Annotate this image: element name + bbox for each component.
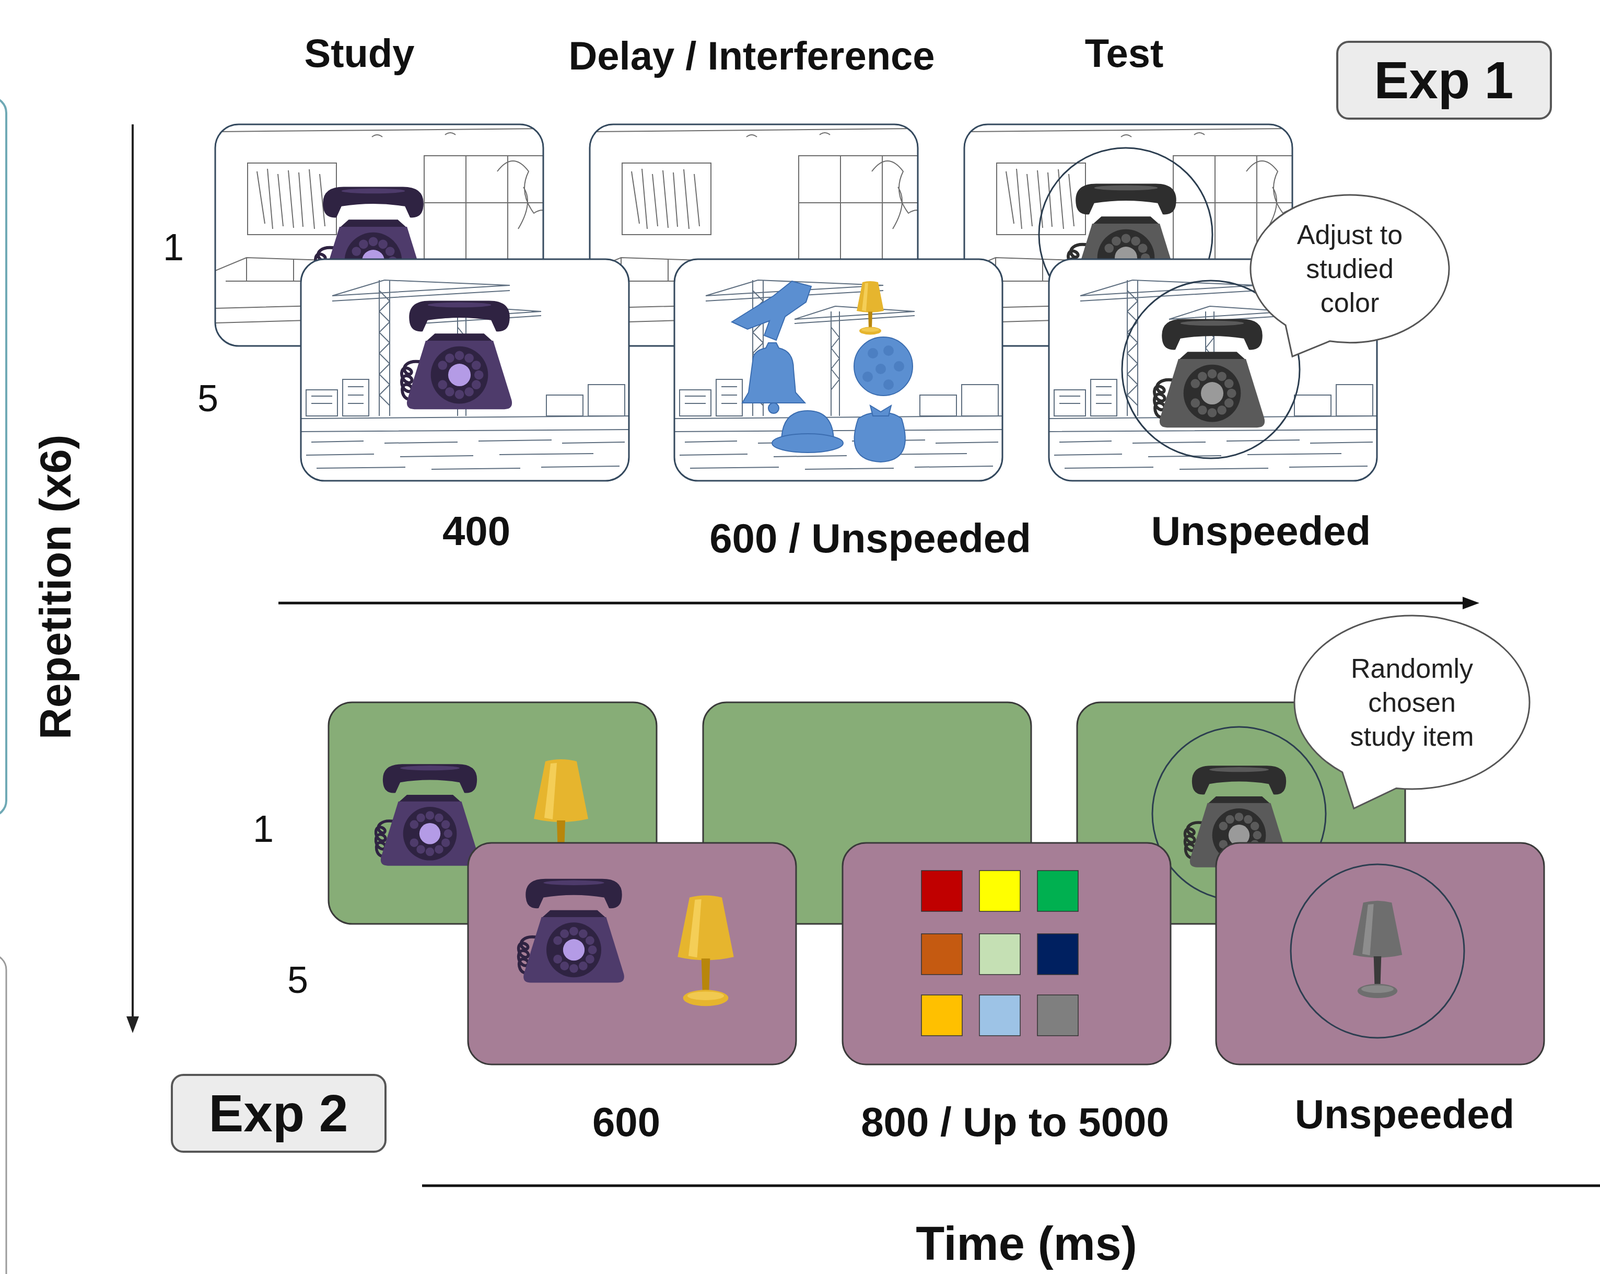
edge-panel: [0, 97, 7, 816]
test-panel: [1216, 842, 1545, 1065]
repetition-number: 1: [162, 225, 184, 270]
interference-panel: [772, 433, 844, 453]
interference-panel: [856, 281, 884, 335]
duration-label: 400: [442, 507, 511, 555]
study-panel: [401, 300, 512, 410]
interference-panel: [862, 345, 905, 390]
axis-label: Repetition (x6): [30, 434, 82, 739]
color-grid-panel: [1037, 933, 1079, 975]
delay-panel: [589, 124, 918, 346]
axis-label: Time (ms): [915, 1219, 1137, 1267]
interference-panel: [731, 281, 812, 341]
node-text: Exp 1: [1374, 50, 1514, 111]
repetition-number: 5: [287, 958, 309, 1002]
column-heading: Test: [1084, 30, 1164, 76]
interference-panel: [731, 281, 913, 462]
speech-bubble: Randomly chosen study item: [1294, 615, 1530, 789]
interference-panel: [768, 402, 779, 414]
color-grid-panel: [1037, 994, 1079, 1036]
bubble-outline: [1294, 615, 1530, 809]
experiment-label-box: Exp 2: [170, 1073, 387, 1153]
color-grid-panel: [921, 994, 963, 1036]
interference-panel: [862, 371, 873, 382]
study-panel: [300, 259, 629, 481]
color-grid-panel: [842, 842, 1171, 1065]
column-heading: Study: [304, 30, 415, 76]
duration-label: 800 / Up to 5000: [860, 1098, 1170, 1146]
edge-panel: [0, 953, 7, 1274]
column-heading: Delay / Interference: [568, 32, 935, 79]
duration-label: Unspeeded: [1151, 507, 1371, 555]
color-grid-panel: [921, 870, 1079, 1036]
test-panel: [1216, 842, 1545, 1065]
interference-panel: [883, 345, 894, 356]
time-arrow: [1462, 596, 1480, 610]
interference-panel: [674, 259, 1003, 481]
bubble-outline: [1250, 194, 1450, 357]
color-grid-panel: [842, 842, 1171, 1065]
study-panel: [518, 878, 625, 983]
interference-panel: [867, 347, 879, 359]
color-grid-panel: [921, 933, 963, 975]
interference-panel: [854, 412, 905, 462]
delay-panel: [589, 124, 918, 346]
study-panel: [300, 259, 629, 481]
test-panel: [1216, 842, 1545, 1065]
interference-panel: [674, 259, 1003, 481]
repetition-number: 5: [197, 376, 219, 420]
repetition-arrow: [126, 1015, 139, 1033]
test-panel: [1154, 319, 1265, 428]
color-grid-panel: [979, 933, 1021, 975]
interference-panel: [870, 405, 892, 416]
study-panel: [468, 842, 797, 1065]
interference-panel: [875, 363, 886, 375]
study-panel: [300, 259, 629, 481]
color-grid-panel: [979, 994, 1021, 1036]
interference-panel: [674, 279, 1003, 470]
test-panel: [1290, 863, 1465, 1038]
color-grid-panel: [842, 842, 1171, 1065]
color-grid-panel: [921, 870, 963, 912]
node-text: Randomly chosen study item: [1336, 651, 1488, 754]
color-grid-panel: [842, 842, 1171, 1065]
interference-panel: [674, 259, 1003, 481]
study-panel: [468, 842, 797, 1065]
study-panel: [376, 763, 480, 866]
node-text: Adjust to studied color: [1279, 217, 1421, 320]
color-grid-panel: [1037, 870, 1079, 912]
study-panel: [677, 894, 734, 1006]
duration-label: Unspeeded: [1294, 1090, 1515, 1138]
time-arrow: [278, 601, 1467, 605]
color-grid-panel: [979, 870, 1021, 912]
repetition-arrow: [126, 124, 139, 1033]
interference-panel: [674, 259, 1003, 481]
test-panel: [1216, 842, 1545, 1065]
interference-panel: [854, 336, 913, 396]
duration-label: 600: [592, 1098, 661, 1146]
study-panel: [468, 842, 797, 1065]
experiment-label-box: Exp 1: [1336, 40, 1552, 120]
study-panel: [468, 842, 797, 1065]
time-arrow: [278, 596, 1480, 610]
study-panel: [300, 259, 629, 481]
study-panel: [300, 279, 629, 470]
test-panel: [1352, 900, 1403, 998]
interference-panel: [742, 342, 805, 403]
interference-panel: [893, 360, 905, 372]
interference-panel: [883, 379, 894, 390]
repetition-number: 1: [252, 807, 274, 851]
node-text: Exp 2: [208, 1082, 349, 1143]
speech-bubble: Adjust to studied color: [1250, 194, 1450, 343]
duration-label: 600 / Unspeeded: [709, 515, 1032, 563]
repetition-arrow: [131, 124, 134, 1019]
time-axis-line: [422, 1184, 1600, 1187]
